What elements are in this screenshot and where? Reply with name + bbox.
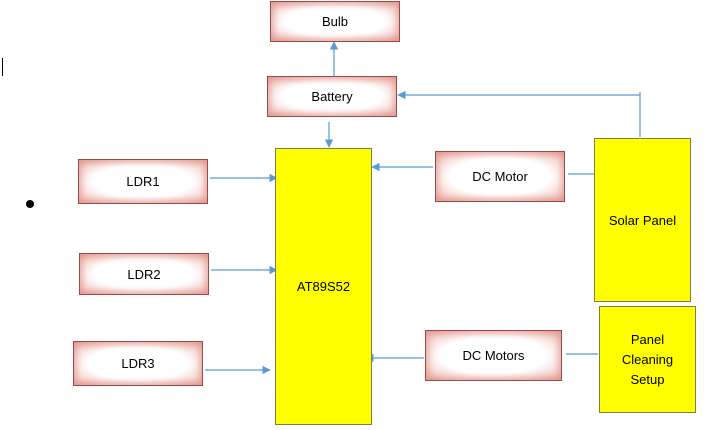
bulb-block: Bulb: [270, 1, 400, 42]
text-cursor: [2, 58, 3, 76]
solar-panel-label: Solar Panel: [608, 212, 677, 228]
cleaning-setup-block: Panel Cleaning Setup: [599, 306, 696, 413]
bullet-point: [26, 200, 34, 208]
cleaning-setup-line-1: Panel: [630, 331, 665, 347]
battery-block: Battery: [267, 76, 397, 117]
mcu-block: AT89S52: [275, 148, 372, 425]
mcu-label: AT89S52: [296, 279, 351, 294]
dc-motor-label: DC Motor: [472, 169, 528, 184]
solar-panel-block: Solar Panel: [594, 138, 691, 302]
cleaning-setup-line-2: Cleaning: [621, 351, 674, 367]
battery-label: Battery: [311, 89, 353, 104]
dc-motors-block: DC Motors: [425, 330, 562, 381]
ldr1-block: LDR1: [78, 159, 208, 204]
ldr2-block: LDR2: [79, 253, 209, 295]
bulb-label: Bulb: [321, 14, 349, 29]
arrow-solar-to-battery: [397, 90, 641, 137]
ldr3-block: LDR3: [73, 341, 203, 386]
ldr3-label: LDR3: [121, 356, 155, 371]
ldr2-label: LDR2: [127, 266, 161, 282]
ldr1-label: LDR1: [126, 174, 160, 189]
dc-motors-label: DC Motors: [462, 348, 525, 363]
cleaning-setup-line-3: Setup: [630, 371, 665, 387]
dc-motor-block: DC Motor: [435, 151, 565, 202]
